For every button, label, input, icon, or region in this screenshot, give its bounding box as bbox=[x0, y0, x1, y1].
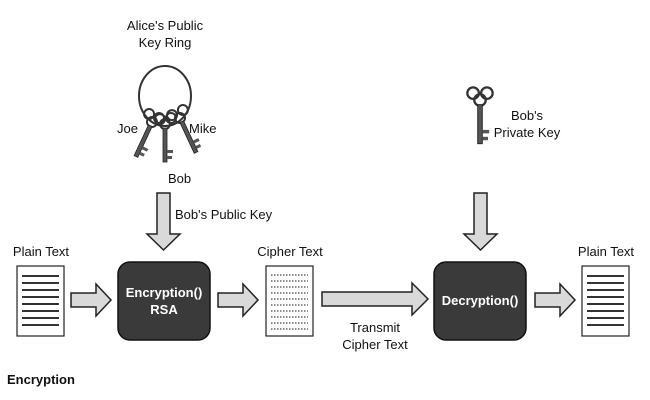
private-key-icon bbox=[466, 86, 494, 145]
cipher-text-label: Cipher Text bbox=[257, 244, 323, 259]
encryption-box bbox=[117, 261, 211, 341]
transmit-line1: Transmit bbox=[349, 320, 401, 335]
mike-key-label: Mike bbox=[189, 121, 217, 136]
down-arrow-private-key bbox=[462, 192, 499, 252]
key-ring-icon bbox=[124, 65, 208, 163]
joe-key-label: Joe bbox=[117, 121, 138, 136]
plain-text-label-right: Plain Text bbox=[577, 244, 635, 259]
bob-key-label: Bob bbox=[168, 171, 192, 186]
plain-text-document-right bbox=[581, 265, 630, 337]
encryption-box-label: Encryption() RSA bbox=[118, 284, 210, 318]
down-arrow-public-key bbox=[145, 192, 182, 252]
alice-key-ring-line1: Alice's Public bbox=[126, 18, 204, 33]
alice-key-ring-line2: Key Ring bbox=[138, 35, 192, 50]
arrow-plain-to-encryption bbox=[70, 282, 113, 318]
decryption-box bbox=[433, 261, 527, 341]
plain-text-document-left bbox=[16, 265, 65, 337]
decryption-function-label: Decryption() bbox=[441, 293, 519, 308]
arrow-transmit bbox=[321, 281, 430, 317]
figure-caption: Encryption bbox=[7, 372, 75, 387]
bob-private-key-line1: Bob's bbox=[510, 108, 544, 123]
bob-public-key-label: Bob's Public Key bbox=[175, 207, 273, 222]
bob-private-key-label: Bob's Private Key bbox=[492, 107, 562, 141]
encryption-function-label: Encryption() bbox=[125, 285, 203, 300]
rsa-label: RSA bbox=[150, 302, 178, 317]
arrow-decryption-to-plain bbox=[534, 282, 577, 318]
bob-private-key-line2: Private Key bbox=[493, 125, 561, 140]
transmit-label: Transmit Cipher Text bbox=[330, 319, 420, 353]
alice-key-ring-label: Alice's Public Key Ring bbox=[105, 17, 225, 51]
transmit-line2: Cipher Text bbox=[342, 337, 408, 352]
arrow-encryption-to-cipher bbox=[217, 282, 260, 318]
cipher-text-document bbox=[265, 265, 314, 337]
plain-text-label-left: Plain Text bbox=[12, 244, 70, 259]
